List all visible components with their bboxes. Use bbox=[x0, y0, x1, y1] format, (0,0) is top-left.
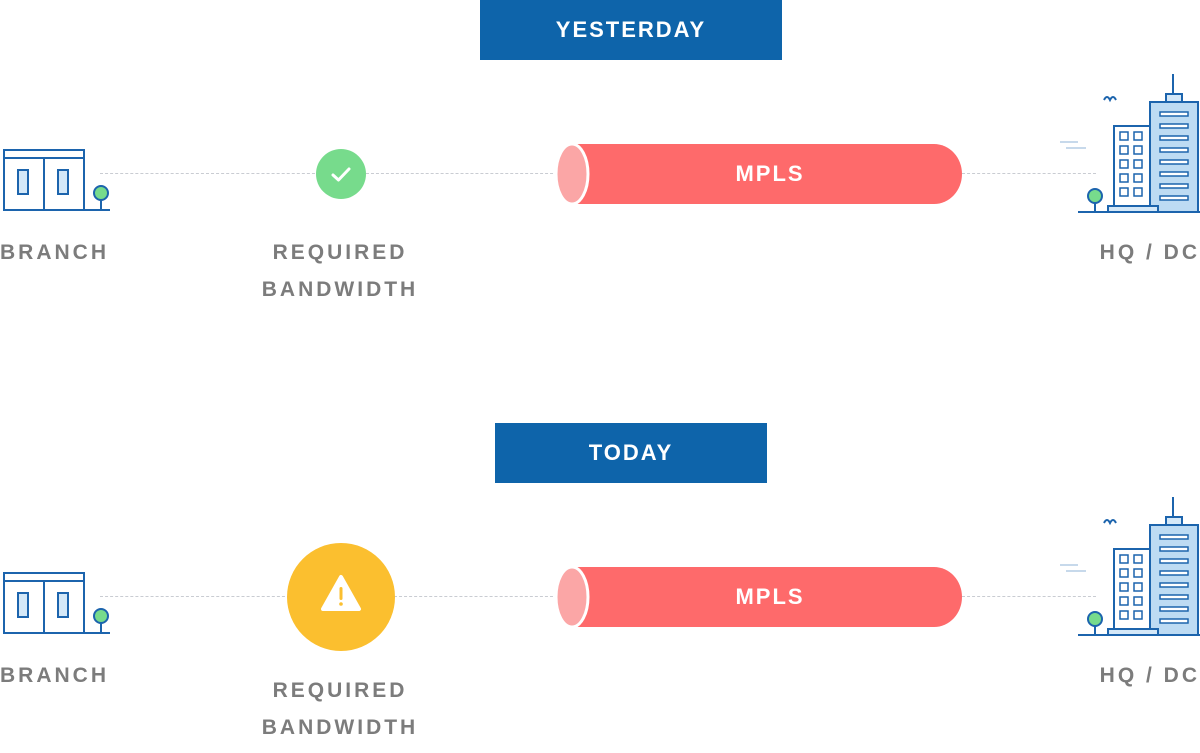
hq-datacenter-icon bbox=[1060, 74, 1200, 213]
required-bandwidth-label: REQUIRED BANDWIDTH bbox=[240, 234, 440, 308]
required-bandwidth-line1: REQUIRED bbox=[272, 679, 408, 702]
connector-line bbox=[366, 173, 558, 174]
connector-line bbox=[100, 173, 320, 174]
connector-line bbox=[100, 596, 290, 597]
connector-line bbox=[962, 596, 1096, 597]
branch-label: BRANCH bbox=[0, 664, 109, 687]
bandwidth-warning-status bbox=[287, 543, 395, 651]
yesterday-banner: YESTERDAY bbox=[480, 0, 782, 60]
required-bandwidth-line2: BANDWIDTH bbox=[261, 716, 419, 739]
hq-dc-label: HQ / DC bbox=[1099, 241, 1200, 264]
required-bandwidth-line1: REQUIRED bbox=[272, 241, 408, 264]
bandwidth-ok-status bbox=[316, 149, 366, 199]
branch-office-icon bbox=[3, 572, 110, 634]
mpls-pipe bbox=[554, 566, 962, 628]
connector-line bbox=[394, 596, 558, 597]
mpls-label: MPLS bbox=[735, 161, 805, 186]
branch-office-icon bbox=[3, 149, 110, 211]
mpls-label: MPLS bbox=[735, 584, 805, 609]
hq-datacenter-icon bbox=[1060, 497, 1200, 636]
checkmark-icon bbox=[331, 167, 351, 182]
hq-dc-label: HQ / DC bbox=[1099, 664, 1200, 687]
required-bandwidth-line2: BANDWIDTH bbox=[261, 278, 419, 301]
warning-triangle-icon bbox=[321, 575, 361, 611]
today-banner: TODAY bbox=[495, 423, 767, 483]
today-panel: TODAY MPLS bbox=[0, 423, 1200, 753]
branch-label: BRANCH bbox=[0, 241, 109, 264]
mpls-pipe bbox=[554, 143, 962, 205]
connector-line bbox=[962, 173, 1096, 174]
yesterday-panel: YESTERDAY MPLS bbox=[0, 0, 1200, 330]
required-bandwidth-label: REQUIRED BANDWIDTH bbox=[240, 672, 440, 746]
